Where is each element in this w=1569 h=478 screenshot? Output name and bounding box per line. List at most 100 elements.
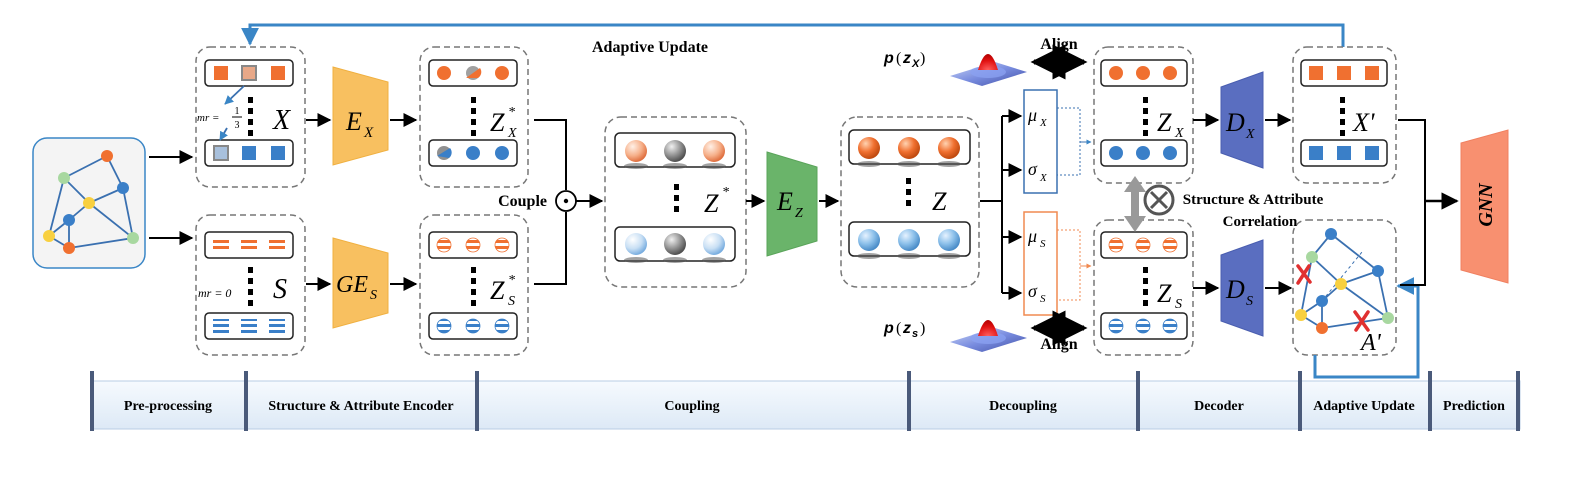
stage-adaptive-update: Adaptive Update <box>1313 399 1415 414</box>
structure-matrix-S <box>195 214 306 356</box>
stage-decoder: Decoder <box>1194 399 1244 414</box>
feedback-arrow-top <box>241 23 1345 47</box>
sample-bracket-X <box>1057 107 1081 176</box>
pzs-rparen: ) <box>920 320 925 337</box>
sigmaS-base: σ <box>1028 281 1038 301</box>
graph-node <box>63 242 75 254</box>
shared-latent-Z <box>840 116 980 288</box>
pzx-sub: X <box>911 58 920 70</box>
gnn-block <box>1460 129 1509 284</box>
Zstar-sup: * <box>722 185 729 200</box>
pzs-z: z <box>902 320 911 337</box>
gnn-label: GNN <box>1475 182 1497 227</box>
pzx-p: p <box>883 50 894 67</box>
stage-bar <box>90 371 1521 431</box>
couple-operator-dot <box>563 198 569 204</box>
connector-Xprime-to-GNN <box>1398 119 1426 201</box>
muX-sub: X <box>1039 117 1048 129</box>
GES-base: GE <box>336 272 368 298</box>
gaussian-params-X <box>1023 89 1058 194</box>
ZSs-sup: * <box>508 273 515 288</box>
reconstructed-Aprime <box>1292 219 1397 356</box>
latent-ZS-star <box>419 214 529 356</box>
sigmaS-sub: S <box>1040 293 1046 305</box>
ZSs-base: Z <box>490 276 505 305</box>
DX-base: D <box>1225 108 1245 137</box>
align-bottom-label: Align <box>1040 336 1077 353</box>
DX-sub: X <box>1245 127 1255 142</box>
sigmaX-base: σ <box>1028 159 1038 179</box>
pzs-lparen: ( <box>896 320 901 337</box>
connector-Aprime-to-GNN <box>1400 201 1426 286</box>
attribute-matrix-X <box>195 46 306 188</box>
latent-ZS <box>1093 219 1194 356</box>
couple-label: Couple <box>498 193 547 210</box>
muX-base: μ <box>1027 105 1037 125</box>
correlation-label-line2: Correlation <box>1223 214 1298 230</box>
pzx-lparen: ( <box>896 50 901 67</box>
ZXs-base: Z <box>490 108 505 137</box>
EZ-sub: Z <box>795 206 803 221</box>
latent-ZX <box>1093 46 1194 184</box>
correlation-double-arrow <box>1124 176 1146 232</box>
X-label: X <box>272 105 291 136</box>
pzx-rparen: ) <box>920 50 925 67</box>
mr-top-numerator: 1 <box>235 106 240 117</box>
decoder-DX <box>1220 71 1264 169</box>
encoder-GES <box>332 237 389 329</box>
stage-coupling: Coupling <box>664 399 719 414</box>
pzx-z: z <box>902 50 911 67</box>
ZSs-sub: S <box>508 294 515 309</box>
mr-bottom-label: mr = 0 <box>198 286 231 300</box>
connector-ZS-to-couple <box>534 212 567 285</box>
mr-top-denominator: 3 <box>235 120 240 131</box>
prior-pzs-icon <box>950 320 1027 352</box>
Xprime-label: X' <box>1352 108 1375 137</box>
ZXs-sub: X <box>507 126 517 141</box>
ZX-sub: X <box>1174 126 1184 141</box>
graph-node <box>127 232 139 244</box>
stage-preprocessing: Pre-processing <box>124 399 212 414</box>
encoder-EX <box>332 66 389 166</box>
ZS-sub: S <box>1175 297 1182 312</box>
graph-node <box>83 197 95 209</box>
prior-pzx-icon <box>950 54 1027 86</box>
EZ-base: E <box>776 187 793 216</box>
correlation-label-line1: Structure & Attribute <box>1183 192 1324 208</box>
stage-prediction: Prediction <box>1443 399 1505 414</box>
S-label: S <box>273 274 287 305</box>
align-top-label: Align <box>1040 36 1077 53</box>
GES-sub: S <box>370 288 377 303</box>
adaptive-update-label: Adaptive Update <box>592 39 708 56</box>
ZXs-sup: * <box>508 105 515 120</box>
DS-sub: S <box>1246 294 1253 309</box>
coupled-latent-Zstar <box>604 116 747 288</box>
Zstar-base: Z <box>704 189 719 218</box>
stage-encoder: Structure & Attribute Encoder <box>268 399 453 414</box>
Aprime-label: A' <box>1359 330 1382 356</box>
ZS-base: Z <box>1157 279 1172 308</box>
connector-ZX-to-couple <box>534 119 567 190</box>
graph-node <box>117 182 129 194</box>
latent-ZX-star <box>419 46 529 188</box>
DS-base: D <box>1225 275 1245 304</box>
encoder-EZ <box>766 151 818 257</box>
Z-label: Z <box>932 187 947 216</box>
EX-sub: X <box>363 125 374 141</box>
reconstructed-Xprime <box>1292 46 1397 184</box>
muS-sub: S <box>1040 238 1046 250</box>
graph-node <box>43 230 55 242</box>
EX-base: E <box>345 107 362 136</box>
pzs-sub: s <box>912 328 918 340</box>
graph-node <box>101 150 113 162</box>
muS-base: μ <box>1027 226 1037 246</box>
otimes-line-b <box>1149 190 1169 210</box>
decoder-DS <box>1220 239 1264 337</box>
input-graph <box>32 137 146 269</box>
pzs-p: p <box>883 320 894 337</box>
mr-top-label: mr = <box>197 112 219 124</box>
graph-node <box>58 172 70 184</box>
graph-node <box>63 214 75 226</box>
sigmaX-sub: X <box>1039 172 1048 184</box>
